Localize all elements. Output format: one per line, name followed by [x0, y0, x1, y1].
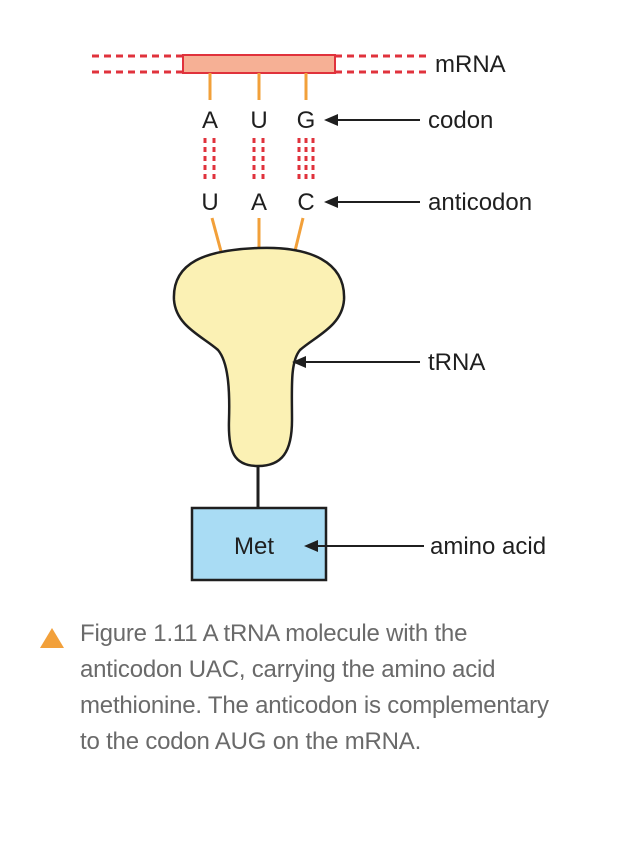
- amino-acid-name: Met: [234, 533, 274, 560]
- triangle-icon: [40, 628, 64, 648]
- base-pair-bonds: [203, 138, 315, 180]
- anticodon-base-1: U: [201, 189, 218, 216]
- amino-acid-label: amino acid: [430, 533, 546, 560]
- amino-acid-arrowhead: [304, 540, 318, 552]
- anticodon-base-2: A: [251, 189, 267, 216]
- trna-label: tRNA: [428, 349, 485, 376]
- codon-arrowhead: [324, 114, 338, 126]
- mrna-codon-segment: [182, 54, 336, 74]
- caption-line-3: methionine. The anticodon is complementa…: [80, 692, 549, 719]
- anticodon-arrowhead: [324, 196, 338, 208]
- mrna-strand: [92, 54, 428, 74]
- codon-base-3: G: [297, 107, 316, 134]
- anticodon-base-3: C: [297, 189, 314, 216]
- trna-diagram: mRNA A U G codon U A C anticodon tRNA: [92, 51, 546, 582]
- trna-body: [172, 246, 346, 468]
- caption-text: Figure 1.11 A tRNA molecule with the ant…: [80, 616, 630, 760]
- caption-line-4: to the codon AUG on the mRNA.: [80, 728, 422, 755]
- codon-base-2: U: [250, 107, 267, 134]
- trna-connectors: [210, 217, 305, 256]
- trna-arrowhead: [292, 356, 306, 368]
- anticodon-label: anticodon: [428, 189, 532, 216]
- amino-acid-box: [190, 506, 328, 582]
- caption-line-2: anticodon UAC, carrying the amino acid: [80, 656, 496, 683]
- caption-line-1: Figure 1.11 A tRNA molecule with the: [80, 620, 468, 647]
- mrna-connectors: [208, 73, 308, 100]
- codon-base-1: A: [202, 107, 218, 134]
- mrna-label: mRNA: [435, 51, 506, 78]
- codon-label: codon: [428, 107, 493, 134]
